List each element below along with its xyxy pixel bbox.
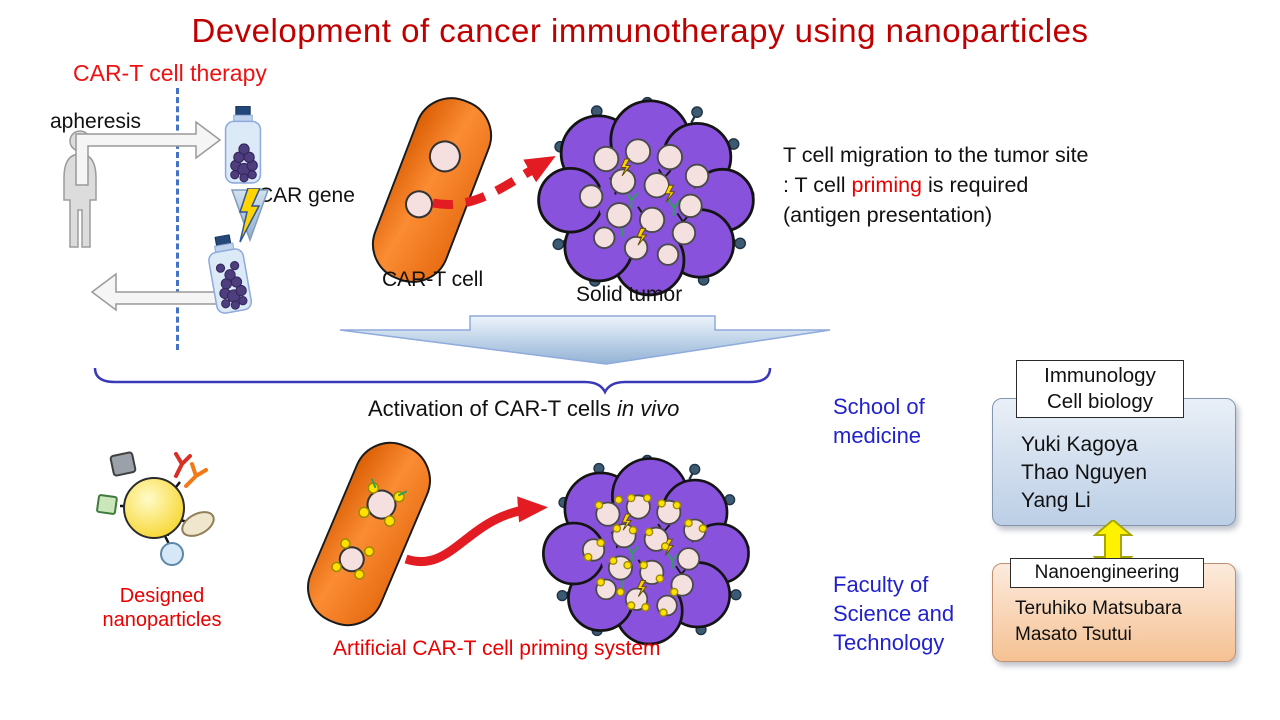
culture-flask-top-icon: [224, 106, 262, 184]
page-title: Development of cancer immunotherapy usin…: [191, 12, 1089, 49]
tumor-with-nanoparticles-graphic: [542, 454, 751, 646]
school-line2: medicine: [833, 423, 922, 448]
car-t-therapy-heading: CAR-T cell therapy: [73, 60, 267, 86]
migration-line1: T cell migration to the tumor site: [783, 143, 1089, 167]
dashed-divider-line: [176, 88, 179, 350]
faculty-line1: Faculty of: [833, 572, 929, 597]
nanoengineering-box: Nanoengineering: [1010, 558, 1204, 588]
down-funnel-arrow: [339, 315, 831, 365]
designed-nanoparticles-label: Designed nanoparticles: [88, 584, 236, 632]
car-t-capsule-cells: [405, 140, 461, 219]
car-gene-label: CAR gene: [258, 184, 355, 207]
nanoparticle-graphic: [96, 451, 215, 566]
migration-priming-highlight: priming: [851, 173, 923, 197]
nanoparticle-core: [123, 477, 185, 539]
migration-line3: (antigen presentation): [783, 203, 993, 227]
school-of-medicine-label: School of medicine: [833, 392, 925, 450]
culture-flask-bottom-icon: [208, 234, 253, 314]
car-t-capsule-graphic: [361, 86, 503, 294]
immunology-box: Immunology Cell biology: [1016, 360, 1184, 418]
migration-line2-suffix: is required: [922, 173, 1029, 197]
nano-team-member: Masato Tsutui: [1015, 624, 1132, 645]
artificial-system-label: Artificial CAR-T cell priming system: [333, 637, 661, 660]
dashed-red-arrow: [432, 156, 556, 209]
medicine-team-member: Yuki Kagoya: [1021, 433, 1138, 456]
designed-line2: nanoparticles: [102, 609, 222, 631]
solid-tumor-graphic: [537, 96, 756, 297]
solid-red-arrow: [404, 496, 548, 566]
immunology-line2: Cell biology: [1047, 390, 1153, 413]
activation-in-vivo: in vivo: [617, 396, 680, 421]
medicine-team-member: Yang Li: [1021, 489, 1091, 512]
lightning-bolt-icon: [230, 188, 270, 243]
designed-line1: Designed: [119, 585, 205, 607]
bracket-brace: [93, 367, 772, 395]
migration-line2: : T cell priming is required: [783, 170, 1089, 200]
migration-text-block: T cell migration to the tumor site : T c…: [783, 140, 1089, 230]
car-t-cell-label: CAR-T cell: [382, 268, 484, 291]
nano-team-member: Teruhiko Matsubara: [1015, 598, 1182, 619]
faculty-line2: Science and: [833, 601, 955, 626]
activation-prefix: Activation of CAR-T cells: [368, 396, 618, 421]
immunology-line1: Immunology: [1044, 364, 1156, 387]
medicine-team-box: Yuki Kagoya Thao Nguyen Yang Li: [992, 398, 1236, 526]
faculty-label: Faculty of Science and Technology: [833, 570, 954, 657]
solid-tumor-label: Solid tumor: [576, 283, 683, 306]
faculty-line3: Technology: [833, 630, 945, 655]
apheresis-label: apheresis: [50, 110, 142, 133]
apheresis-arrow-to-flask: [75, 120, 222, 186]
school-line1: School of: [833, 394, 925, 419]
medicine-team-member: Thao Nguyen: [1021, 461, 1148, 484]
activation-label: Activation of CAR-T cells in vivo: [368, 396, 679, 422]
migration-line2-prefix: : T cell: [783, 173, 852, 197]
primed-car-t-capsule-graphic: [295, 430, 443, 638]
primed-capsule-cells: [331, 478, 408, 580]
